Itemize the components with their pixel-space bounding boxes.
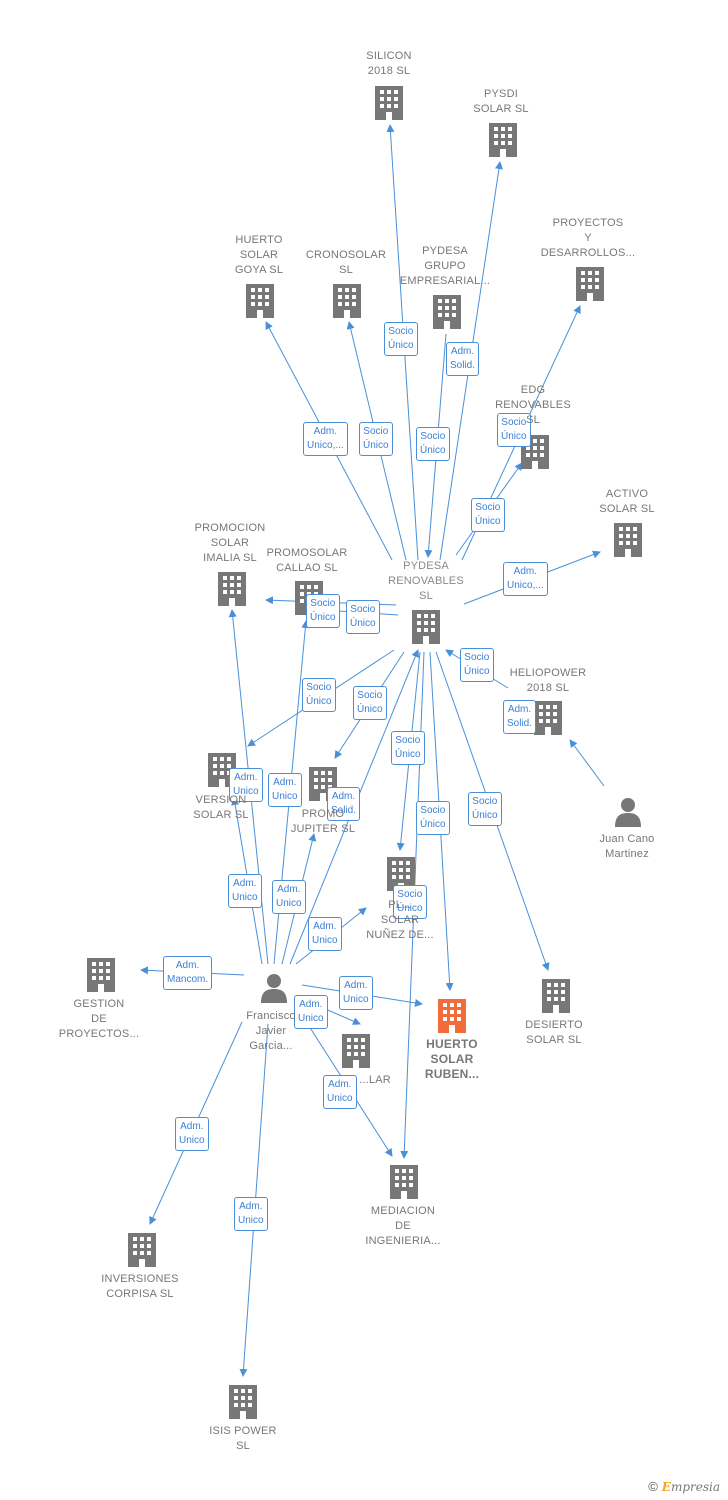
edge-label-pydesa-renovables-to-mediacion[interactable]: Socio Único bbox=[393, 885, 427, 919]
node-label-huerto-goya[interactable]: HUERTO SOLAR GOYA SL bbox=[234, 234, 284, 276]
building-icon-huerto-ruben[interactable] bbox=[438, 999, 466, 1033]
edge-label-francisco-to-version[interactable]: Adm. Unico bbox=[228, 874, 262, 908]
node-label-francisco[interactable]: Francisco Javier Garcia... bbox=[246, 1010, 296, 1052]
edge-label-pydesa-renovables-to-cronosolar[interactable]: Socio Único bbox=[359, 422, 393, 456]
edge-label-francisco-to-promosolar-callao[interactable]: Adm. Unico bbox=[268, 773, 302, 807]
edge-label-pydesa-grupo-to-pydesa-renovables[interactable]: Adm. Solid. bbox=[446, 342, 480, 376]
node-label-solar-lar[interactable]: ...LAR bbox=[359, 1074, 391, 1086]
node-label-cronosolar[interactable]: CRONOSOLAR SL bbox=[305, 249, 387, 276]
building-icon-inversiones[interactable] bbox=[128, 1233, 156, 1267]
node-label-pysdi[interactable]: PYSDI SOLAR SL bbox=[473, 88, 529, 115]
edge-label-pydesa-renovables-to-promocion-imalia[interactable]: Socio Único bbox=[306, 594, 340, 628]
brand-logo: Empresia bbox=[661, 1480, 720, 1494]
node-label-huerto-ruben[interactable]: HUERTO SOLAR RUBEN... bbox=[424, 1037, 480, 1081]
edge-label-pydesa-renovables-to-silicon[interactable]: Socio Único bbox=[384, 322, 418, 356]
building-icon-gestion[interactable] bbox=[87, 958, 115, 992]
edge-label-francisco-to-solar-lar[interactable]: Adm. Unico bbox=[294, 995, 328, 1029]
node-label-pydesa-grupo[interactable]: PYDESA GRUPO EMPRESARIAL... bbox=[399, 245, 491, 287]
edge-label-francisco-to-gestion[interactable]: Adm. Mancom. bbox=[163, 956, 213, 990]
node-label-inversiones[interactable]: INVERSIONES CORPISA SL bbox=[101, 1273, 179, 1300]
edge-label-francisco-to-promo-jupiter[interactable]: Adm. Unico bbox=[272, 880, 306, 914]
node-label-mediacion[interactable]: MEDIACION DE INGENIERIA... bbox=[365, 1205, 441, 1247]
node-label-promocion-imalia[interactable]: PROMOCION SOLAR IMALIA SL bbox=[194, 522, 266, 564]
edge-label-pydesa-renovables-to-activo[interactable]: Adm. Unico,... bbox=[503, 562, 548, 596]
building-icon-pydesa-grupo[interactable] bbox=[433, 295, 461, 329]
building-icon-cronosolar[interactable] bbox=[333, 284, 361, 318]
edge-label-francisco-to-mediacion[interactable]: Adm. Unico bbox=[323, 1075, 357, 1109]
node-label-proyectos[interactable]: PROYECTOS Y DESARROLLOS... bbox=[540, 217, 636, 259]
building-icon-isis[interactable] bbox=[229, 1385, 257, 1419]
node-label-juan-cano[interactable]: Juan Cano Martinez bbox=[599, 833, 655, 860]
building-icon-heliopower[interactable] bbox=[534, 701, 562, 735]
edge-label-francisco-to-isis[interactable]: Adm. Unico bbox=[234, 1197, 268, 1231]
building-icon-silicon[interactable] bbox=[375, 86, 403, 120]
building-icon-promocion-imalia[interactable] bbox=[218, 572, 246, 606]
edge-label-juan-cano-to-heliopower[interactable]: Adm. Solid. bbox=[503, 700, 537, 734]
edge-label-pydesa-renovables-to-promosolar-callao[interactable]: Socio Único bbox=[346, 600, 380, 634]
edge-label-francisco-to-plantas-nunez[interactable]: Adm. Unico bbox=[308, 917, 342, 951]
edge-label-francisco-to-huerto-ruben[interactable]: Adm. Unico bbox=[339, 976, 373, 1010]
node-label-silicon[interactable]: SILICON 2018 SL bbox=[366, 50, 412, 77]
node-label-isis[interactable]: ISIS POWER SL bbox=[209, 1425, 277, 1452]
edge-label-pydesa-renovables-to-desierto[interactable]: Socio Único bbox=[468, 792, 502, 826]
node-label-edg[interactable]: EDG RENOVABLES SL bbox=[495, 384, 571, 426]
node-label-pydesa-renovables[interactable]: PYDESA RENOVABLES SL bbox=[388, 560, 464, 602]
node-label-plantas-nunez[interactable]: PL... SOLAR NUÑEZ DE... bbox=[366, 899, 434, 941]
building-icon-mediacion[interactable] bbox=[390, 1165, 418, 1199]
node-label-promo-jupiter[interactable]: PROMO JUPITER SL bbox=[290, 808, 356, 835]
building-icon-huerto-goya[interactable] bbox=[246, 284, 274, 318]
node-label-version[interactable]: VERSION SOLAR SL bbox=[193, 794, 249, 821]
building-icon-activo[interactable] bbox=[614, 523, 642, 557]
edge-label-pydesa-renovables-to-edg[interactable]: Socio Único bbox=[471, 498, 505, 532]
building-icon-solar-lar[interactable] bbox=[342, 1034, 370, 1068]
edge-juan-cano-to-heliopower bbox=[569, 739, 605, 787]
node-label-desierto[interactable]: DESIERTO SOLAR SL bbox=[525, 1019, 583, 1046]
edge-label-pydesa-renovables-to-version[interactable]: Socio Único bbox=[302, 678, 336, 712]
edge-label-francisco-to-pydesa-renovables[interactable]: Adm. Solid. bbox=[327, 787, 361, 821]
node-label-activo[interactable]: ACTIVO SOLAR SL bbox=[599, 488, 655, 515]
building-icon-desierto[interactable] bbox=[542, 979, 570, 1013]
edge-label-pydesa-renovables-to-huerto-ruben[interactable]: Socio Único bbox=[416, 801, 450, 835]
edge-label-francisco-to-inversiones[interactable]: Adm. Unico bbox=[175, 1117, 209, 1151]
edge-label-pydesa-renovables-to-promo-jupiter[interactable]: Socio Único bbox=[353, 686, 387, 720]
building-icon-pydesa-renovables[interactable] bbox=[412, 610, 440, 644]
person-icon-francisco[interactable] bbox=[261, 974, 287, 1003]
edge-label-pydesa-renovables-to-huerto-goya[interactable]: Adm. Unico,... bbox=[303, 422, 348, 456]
node-label-promosolar-callao[interactable]: PROMOSOLAR CALLAO SL bbox=[266, 547, 348, 574]
edge-label-francisco-to-promocion-imalia[interactable]: Adm. Unico bbox=[229, 768, 263, 802]
building-icon-proyectos[interactable] bbox=[576, 267, 604, 301]
node-label-heliopower[interactable]: HELIOPOWER 2018 SL bbox=[509, 667, 587, 694]
copyright-symbol: © bbox=[648, 1479, 658, 1494]
building-icon-pysdi[interactable] bbox=[489, 123, 517, 157]
edge-label-pydesa-renovables-to-proyectos[interactable]: Socio Único bbox=[497, 413, 531, 447]
node-label-gestion[interactable]: GESTION DE PROYECTOS... bbox=[58, 998, 140, 1040]
edge-label-pydesa-renovables-to-plantas-nunez[interactable]: Socio Único bbox=[391, 731, 425, 765]
edge-label-pydesa-renovables-to-pysdi[interactable]: Socio Único bbox=[416, 427, 450, 461]
person-icon-juan-cano[interactable] bbox=[615, 798, 641, 827]
footer-brand[interactable]: ©Empresia bbox=[648, 1479, 720, 1494]
edge-label-heliopower-to-pydesa-renovables[interactable]: Socio Único bbox=[460, 648, 494, 682]
